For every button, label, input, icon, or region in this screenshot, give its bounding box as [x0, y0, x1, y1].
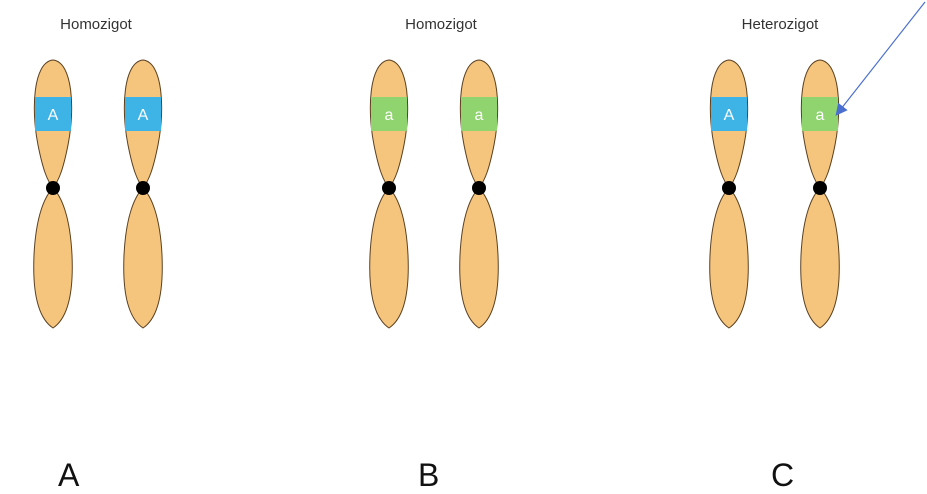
- centromere: [472, 181, 486, 195]
- chromosome: a: [460, 60, 499, 328]
- centromere: [722, 181, 736, 195]
- allele-label: a: [475, 107, 484, 124]
- centromere: [136, 181, 150, 195]
- chromosome: a: [370, 60, 409, 328]
- centromere: [382, 181, 396, 195]
- allele-label: a: [816, 107, 825, 124]
- chromosome-lower-arm: [34, 188, 73, 328]
- chromosome-lower-arm: [710, 188, 749, 328]
- allele-label: A: [138, 107, 149, 124]
- chromosome: A: [124, 60, 163, 328]
- chromosome-lower-arm: [370, 188, 409, 328]
- chromosome: A: [710, 60, 749, 328]
- centromere: [46, 181, 60, 195]
- allele-label: a: [385, 107, 394, 124]
- centromere: [813, 181, 827, 195]
- chromosome-lower-arm: [801, 188, 840, 328]
- pointer-arrow: [837, 2, 925, 114]
- chromosome-lower-arm: [460, 188, 499, 328]
- chromosome-lower-arm: [124, 188, 163, 328]
- allele-label: A: [48, 107, 59, 124]
- chromosome: a: [801, 60, 840, 328]
- allele-label: A: [724, 107, 735, 124]
- chromosome: A: [34, 60, 73, 328]
